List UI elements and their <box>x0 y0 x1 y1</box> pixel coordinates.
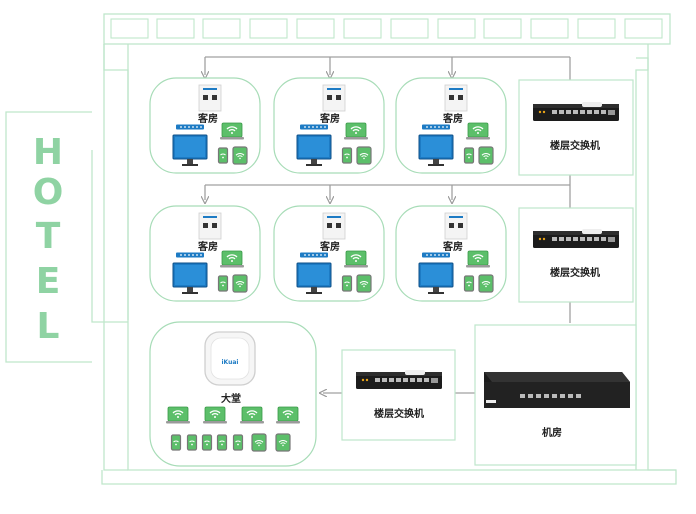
hotel-letter-e: E <box>35 261 61 302</box>
guest-room-label-3: 客房 <box>443 114 463 125</box>
laptop-icon <box>344 123 368 140</box>
server-room-label: 机房 <box>542 428 562 439</box>
guest-room-label-5: 客房 <box>320 242 340 253</box>
phone-icon <box>217 275 229 292</box>
wall-panel-ap <box>322 84 346 112</box>
phone-icon <box>170 434 182 451</box>
floor-switch-label-1: 楼层交换机 <box>550 141 600 152</box>
lobby-label: 大堂 <box>221 394 241 405</box>
phone-icon <box>341 275 353 292</box>
phone-icon <box>341 147 353 164</box>
hotel-letter-t: T <box>35 216 61 257</box>
room-switch <box>300 124 328 130</box>
hotel-letter-o: O <box>32 172 64 213</box>
floor-switch-lobby <box>356 370 442 389</box>
tablet-icon <box>357 147 371 164</box>
tablet-icon <box>357 275 371 292</box>
hotel-letter-h: H <box>32 132 64 173</box>
room-switch <box>422 124 450 130</box>
room-switch <box>300 252 328 258</box>
phone-icon <box>216 434 228 451</box>
tablet-icon <box>479 275 493 292</box>
laptop-icon <box>203 407 227 424</box>
ceiling-ap: iKuai <box>204 331 256 386</box>
laptop-icon <box>240 407 264 424</box>
laptop-icon <box>466 123 490 140</box>
hotel-letter-l: L <box>36 306 60 347</box>
guest-room-label-1: 客房 <box>198 114 218 125</box>
room-switch <box>176 252 204 258</box>
tablet-icon <box>233 275 247 292</box>
roof-windows <box>110 18 663 39</box>
wall-panel-ap <box>322 212 346 240</box>
laptop-icon <box>466 251 490 268</box>
side-walls <box>5 44 676 471</box>
floor-switch-label-lobby: 楼层交换机 <box>374 409 424 420</box>
room-switch <box>422 252 450 258</box>
laptop-icon <box>220 123 244 140</box>
svg-text:iKuai: iKuai <box>222 359 239 366</box>
tablet-icon <box>233 147 247 164</box>
guest-room-label-2: 客房 <box>320 114 340 125</box>
laptop-icon <box>220 251 244 268</box>
laptop-icon <box>344 251 368 268</box>
tablet-icon <box>252 434 266 451</box>
room-switch <box>176 124 204 130</box>
tablet-icon <box>276 434 290 451</box>
wall-panel-ap <box>198 84 222 112</box>
core-switch <box>484 372 630 408</box>
guest-room-label-6: 客房 <box>443 242 463 253</box>
laptop-icon <box>166 407 190 424</box>
floor-switch-2 <box>533 229 619 248</box>
wall-panel-ap <box>444 84 468 112</box>
phone-icon <box>463 275 475 292</box>
guest-room-label-4: 客房 <box>198 242 218 253</box>
floor-switch-1 <box>533 102 619 121</box>
phone-icon <box>232 434 244 451</box>
lobby-card <box>149 321 317 467</box>
tablet-icon <box>479 147 493 164</box>
floor-switch-label-2: 楼层交换机 <box>550 268 600 279</box>
phone-icon <box>186 434 198 451</box>
wall-panel-ap <box>198 212 222 240</box>
phone-icon <box>463 147 475 164</box>
phone-icon <box>217 147 229 164</box>
phone-icon <box>201 434 213 451</box>
wall-panel-ap <box>444 212 468 240</box>
building-outline <box>101 13 677 485</box>
laptop-icon <box>276 407 300 424</box>
